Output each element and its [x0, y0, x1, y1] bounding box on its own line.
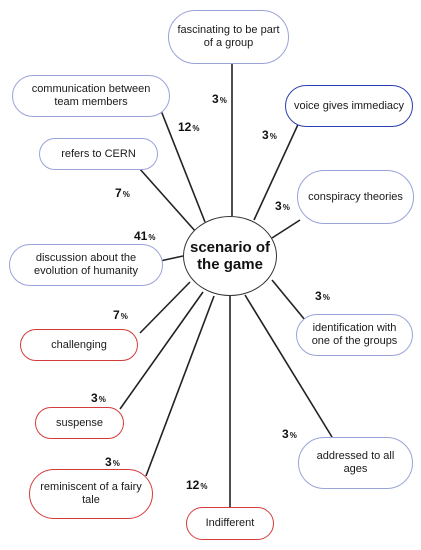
label-communication: communication between team members [31, 83, 151, 108]
label-cern: refers to CERN [61, 147, 136, 160]
connector-communication [159, 107, 206, 223]
percent-conspiracy: 3% [275, 199, 290, 213]
connector-challenging [139, 281, 191, 334]
connector-conspiracy [271, 219, 301, 239]
node-suspense: suspense [35, 407, 124, 439]
node-challenging: challenging [20, 329, 138, 361]
center-label: scenario of the game [189, 239, 271, 273]
node-fascinating: fascinating to be part of a group [168, 10, 289, 64]
center-node: scenario of the game [183, 216, 277, 296]
node-indifferent: Indifferent [186, 507, 274, 540]
percent-suspense: 3% [91, 391, 106, 405]
connector-fairy [145, 295, 215, 477]
percent-ages: 3% [282, 427, 297, 441]
node-identification: identification with one of the groups [296, 314, 413, 356]
node-voice: voice gives immediacy [285, 85, 413, 127]
connector-voice [253, 117, 302, 221]
label-suspense: suspense [55, 416, 104, 429]
connector-identification [271, 279, 306, 321]
percent-fascinating: 3% [212, 92, 227, 106]
node-communication: communication between team members [12, 75, 170, 117]
connector-evolution [159, 255, 184, 262]
connector-ages [244, 294, 333, 438]
node-evolution: discussion about the evolution of humani… [9, 244, 163, 286]
label-indifferent: Indifferent [205, 517, 255, 529]
label-identification: identification with one of the groups [311, 322, 398, 347]
percent-communication: 12% [178, 120, 200, 134]
label-conspiracy: conspiracy theories [308, 190, 403, 203]
label-challenging: challenging [51, 338, 107, 351]
percent-fairy: 3% [105, 455, 120, 469]
node-fairy: reminiscent of a fairy tale [29, 469, 153, 519]
percent-challenging: 7% [113, 308, 128, 322]
label-ages: addressed to all ages [316, 450, 395, 475]
connector-suspense [119, 291, 204, 410]
label-fascinating: fascinating to be part of a group [177, 24, 280, 49]
node-ages: addressed to all ages [298, 437, 413, 489]
node-cern: refers to CERN [39, 138, 158, 170]
label-fairy: reminiscent of a fairy tale [40, 481, 142, 506]
label-evolution: discussion about the evolution of humani… [34, 252, 138, 277]
percent-voice: 3% [262, 128, 277, 142]
percent-cern: 7% [115, 186, 130, 200]
connector-cern [138, 167, 197, 233]
node-conspiracy: conspiracy theories [297, 170, 414, 224]
percent-evolution: 41% [134, 229, 156, 243]
percent-identification: 3% [315, 289, 330, 303]
label-voice: voice gives immediacy [293, 99, 405, 112]
percent-indifferent: 12% [186, 478, 208, 492]
